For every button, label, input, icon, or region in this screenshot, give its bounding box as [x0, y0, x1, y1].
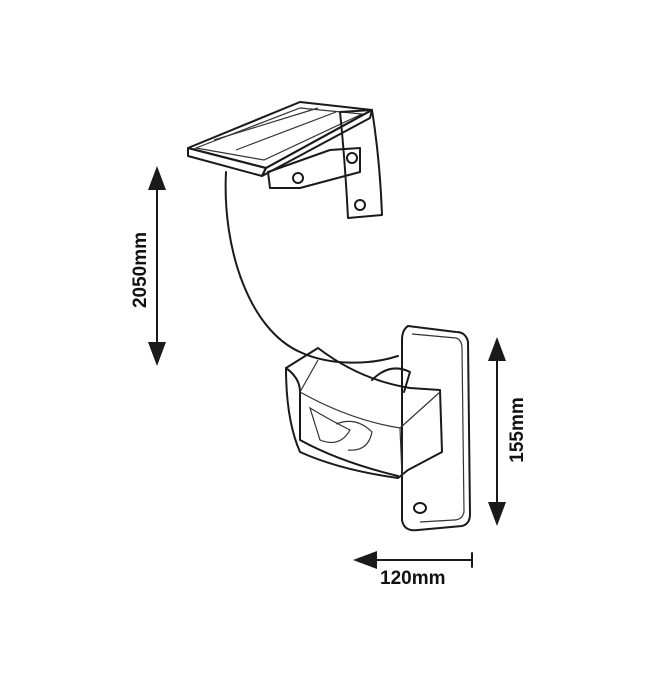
- solar-bracket: [267, 109, 383, 219]
- lamp-depth-label: 120mm: [380, 568, 446, 589]
- dimension-cable-length: [148, 166, 166, 366]
- dimension-lamp-height: [488, 337, 506, 526]
- dimension-lamp-depth: [353, 551, 473, 569]
- lamp-height-label: 155mm: [507, 397, 528, 463]
- lamp-wall-plate: [401, 325, 471, 532]
- lamp-head: [285, 347, 443, 479]
- cable: [224, 171, 399, 364]
- cable-length-label: 2050mm: [130, 231, 151, 309]
